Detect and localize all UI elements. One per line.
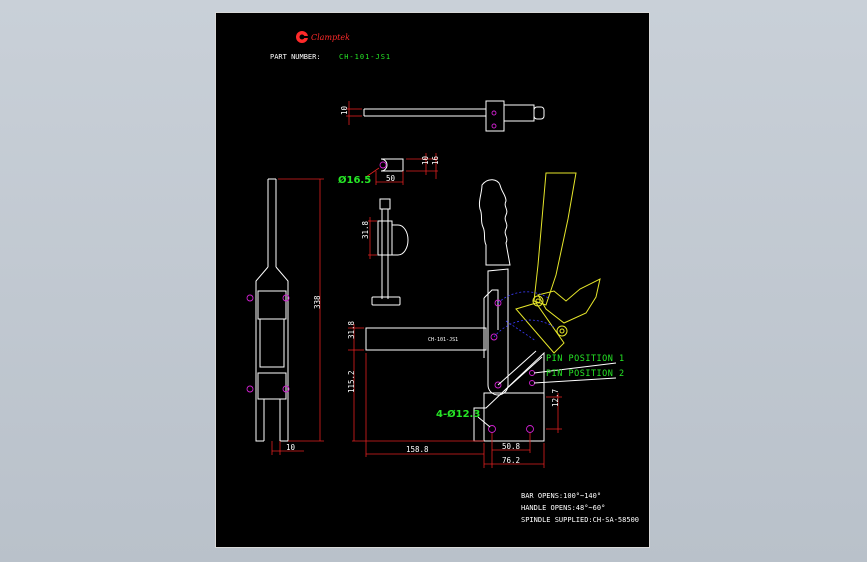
dim-mount-dia: 4-Ø12.3 — [436, 408, 480, 420]
dim-eye-width: 50 — [386, 174, 396, 183]
dim-eye-h2: 16 — [431, 155, 440, 165]
dim-eye-h1: 10 — [421, 155, 430, 165]
dim-base-h: 12.7 — [551, 389, 560, 407]
note-handle-opens: HANDLE OPENS:48°~60° — [521, 504, 605, 512]
dim-bar-height: 31.8 — [347, 320, 356, 339]
dim-reach: 158.8 — [406, 445, 429, 454]
dim-base-outer: 76.2 — [502, 456, 520, 465]
dim-bar-drop: 115.2 — [347, 370, 356, 393]
top-view: 10 — [340, 100, 545, 132]
part-number-value: CH-101-JS1 — [339, 53, 391, 61]
dim-overall-height: 338 — [313, 295, 322, 309]
clamp-drawing: Clamptek PART NUMBER: CH-101-JS1 10 — [246, 31, 639, 524]
note-spindle: SPINDLE SUPPLIED:CH-SA-58500 — [521, 516, 639, 524]
dim-eye-dia: Ø16.5 — [338, 174, 371, 186]
eye-detail: 50 10 16 Ø16.5 — [338, 153, 440, 186]
dim-spindle-len: 31.8 — [361, 220, 370, 239]
pin-position-1: PIN POSITION 1 — [546, 354, 625, 364]
dim-top-thickness: 10 — [340, 105, 349, 115]
note-bar-opens: BAR OPENS:100°~140° — [521, 492, 601, 500]
part-number-label: PART NUMBER: — [270, 53, 321, 61]
main-elevation: CH-101-JS1 — [347, 172, 625, 468]
spec-notes: BAR OPENS:100°~140° HANDLE OPENS:48°~60°… — [521, 492, 639, 524]
pin-position-2: PIN POSITION 2 — [546, 369, 625, 379]
drawing-sheet: Clamptek PART NUMBER: CH-101-JS1 10 — [215, 12, 650, 548]
brand-logo: Clamptek — [296, 31, 350, 43]
spindle-detail: 31.8 — [361, 198, 409, 306]
brand-name: Clamptek — [311, 33, 350, 42]
bar-tag: CH-101-JS1 — [428, 337, 458, 343]
dim-base-inner: 50.8 — [502, 442, 521, 451]
dim-base-width: 10 — [286, 443, 296, 452]
side-view: 338 10 — [246, 178, 324, 455]
